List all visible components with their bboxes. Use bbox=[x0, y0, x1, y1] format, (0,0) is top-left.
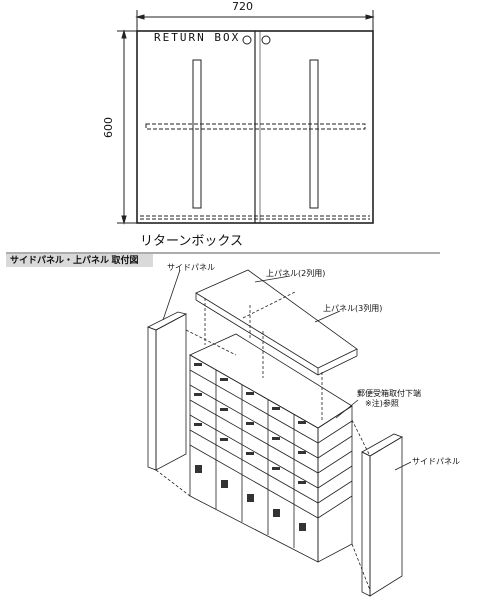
callout-top-panel-2: 上パネル(2列用) bbox=[266, 269, 326, 278]
callout-postal-line-2: ※注)参照 bbox=[365, 399, 399, 408]
height-dimension bbox=[117, 29, 137, 225]
callout-side-panel-right: サイドパネル bbox=[412, 457, 460, 466]
callout-side-panel-left: サイドパネル bbox=[167, 263, 215, 272]
width-dimension bbox=[135, 10, 375, 31]
handle-left bbox=[192, 59, 202, 209]
return-box-front-view bbox=[136, 30, 374, 224]
mail-slots bbox=[194, 363, 306, 531]
lock-icon bbox=[242, 35, 252, 45]
handle-right bbox=[309, 59, 319, 209]
drawing-caption: リターンボックス bbox=[140, 234, 243, 249]
lock-icon bbox=[261, 35, 271, 45]
width-dimension-label: 720 bbox=[232, 0, 253, 13]
section-title: サイドパネル・上パネル 取付図 bbox=[6, 254, 153, 267]
height-dimension-label: 600 bbox=[102, 117, 115, 138]
callout-postal-line-1: 郵便受箱取付下端 bbox=[357, 389, 421, 398]
return-box-stamp: RETURN BOX bbox=[154, 31, 241, 44]
assembly-isometric bbox=[147, 269, 358, 563]
callout-top-panel-3: 上パネル(3列用) bbox=[323, 304, 383, 313]
